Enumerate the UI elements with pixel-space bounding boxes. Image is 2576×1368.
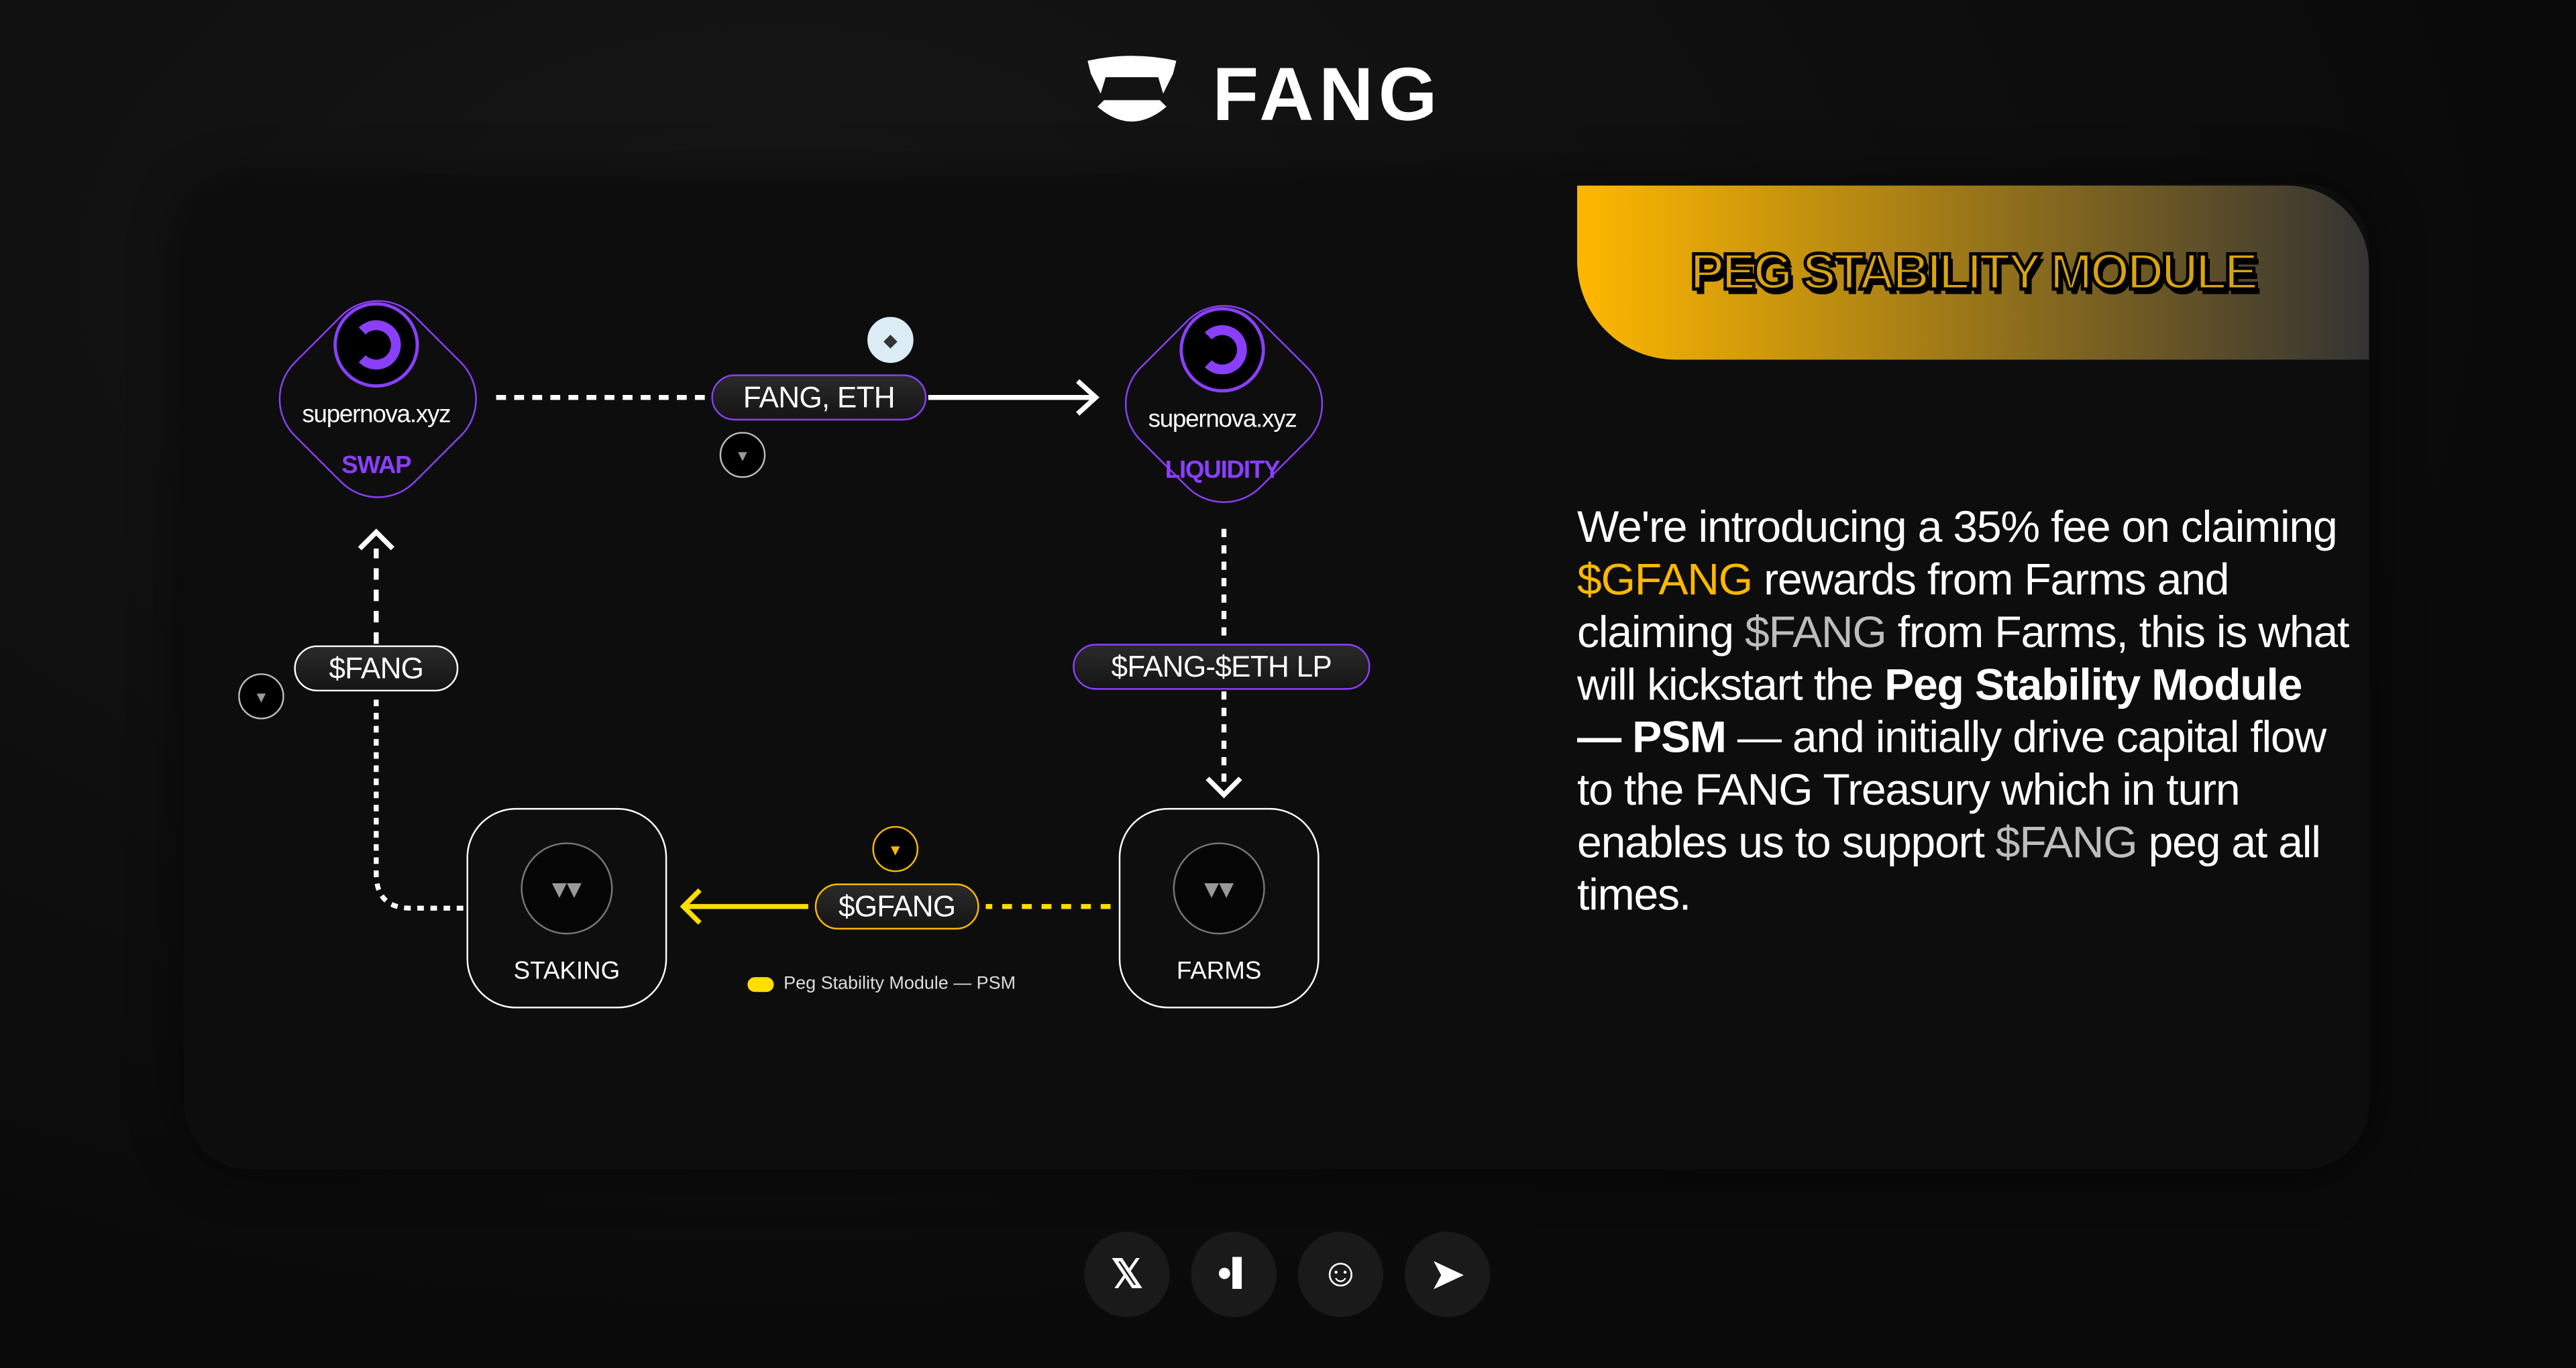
text: peg at all times. xyxy=(1577,817,2321,920)
staking-node[interactable]: ▾▾ STAKING xyxy=(466,807,667,1009)
fang-highlight: $FANG xyxy=(1995,817,2138,868)
farms-node-label: FARMS xyxy=(1176,957,1262,986)
gfang-token-icon: ▾ xyxy=(872,825,918,872)
supernova-logo-icon xyxy=(1179,306,1265,393)
text: from Farms, this is what will kickstart … xyxy=(1577,608,2349,709)
psm-banner: PEG STABILITY MODULE xyxy=(1577,185,2369,360)
pill-fang-eth-lp: $FANG-$ETH LP xyxy=(1073,644,1371,690)
legend-label: Peg Stability Module — PSM xyxy=(784,974,1016,994)
text: We're introducing a 35% fee on claiming xyxy=(1577,502,2338,552)
telegram-link[interactable]: ➤ xyxy=(1404,1231,1491,1318)
fang-token-icon: ▾ xyxy=(238,673,284,720)
discord-icon: ☺ xyxy=(1320,1251,1361,1296)
arrow-head-farms xyxy=(1205,777,1242,799)
banner-title: PEG STABILITY MODULE xyxy=(1688,241,2260,302)
arrow-head-liquidity xyxy=(1076,379,1099,416)
fang-highlight: $FANG xyxy=(1744,608,1887,657)
legend-swatch-yellow xyxy=(747,976,774,991)
description-text: We're introducing a 35% fee on claiming … xyxy=(1577,501,2349,921)
supernova-logo-icon xyxy=(333,302,419,388)
text: — and initially drive capital flow to th… xyxy=(1577,712,2326,868)
liquidity-node-label: LIQUIDITY xyxy=(1165,456,1281,485)
swap-node-label: SWAP xyxy=(341,451,412,480)
arrow-head-swap xyxy=(358,528,394,551)
brand-logo[interactable]: FANG xyxy=(1081,49,1442,137)
eth-icon: ◆ xyxy=(867,317,914,363)
fangs-icon: ▾▾ xyxy=(1173,842,1265,935)
arrow-head-staking xyxy=(680,888,702,925)
fang-token-icon: ▾ xyxy=(719,432,766,478)
fangs-icon: ▾▾ xyxy=(521,842,613,935)
psm-bold: Peg Stability Module — PSM xyxy=(1577,660,2302,762)
x-icon: 𝕏 xyxy=(1111,1252,1143,1297)
gfang-highlight: $GFANG xyxy=(1577,555,1753,605)
telegram-icon: ➤ xyxy=(1430,1252,1464,1297)
liquidity-node[interactable]: supernova.xyz LIQUIDITY xyxy=(1108,306,1338,485)
fangs-icon xyxy=(1087,56,1177,122)
discord-link[interactable]: ☺ xyxy=(1297,1231,1384,1318)
staking-node-label: STAKING xyxy=(513,957,621,986)
connector-staking-fang xyxy=(374,696,464,911)
brand-name: FANG xyxy=(1212,50,1442,137)
medium-icon: ●▌ xyxy=(1216,1259,1251,1288)
text: rewards from Farms and claiming xyxy=(1577,555,2230,657)
pill-fang: $FANG xyxy=(294,645,459,692)
farms-node[interactable]: ▾▾ FARMS xyxy=(1118,807,1320,1009)
x-twitter-link[interactable]: 𝕏 xyxy=(1084,1231,1170,1318)
legend: Peg Stability Module — PSM xyxy=(747,974,1016,994)
swap-node[interactable]: supernova.xyz SWAP xyxy=(261,302,491,479)
medium-link[interactable]: ●▌ xyxy=(1191,1231,1277,1318)
swap-node-name: supernova.xyz xyxy=(302,400,451,429)
pill-fang-eth: FANG, ETH xyxy=(711,374,927,420)
pill-gfang: $GFANG xyxy=(814,883,979,930)
liquidity-node-name: supernova.xyz xyxy=(1148,405,1297,434)
